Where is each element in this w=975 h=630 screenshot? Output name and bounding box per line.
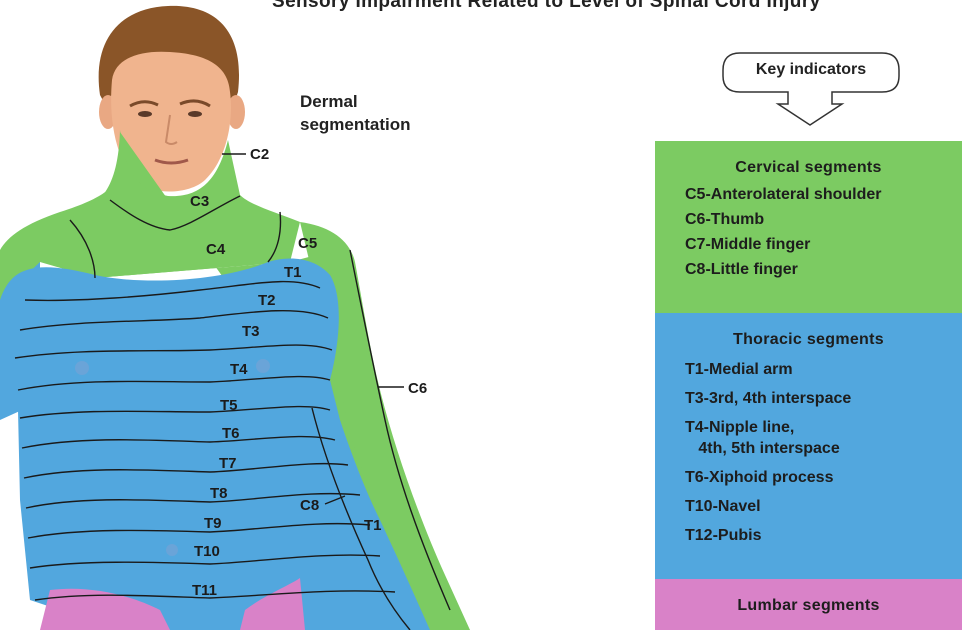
thoracic-item: T4-Nipple line, 4th, 5th interspace <box>685 419 840 457</box>
key-indicators-text: Key indicators <box>755 61 867 78</box>
thoracic-item: T6-Xiphoid process <box>685 469 834 486</box>
label-t2: T2 <box>258 292 276 309</box>
thoracic-item: T10-Navel <box>685 498 761 515</box>
thoracic-item: T1-Medial arm <box>685 361 793 378</box>
cervical-heading: Cervical segments <box>735 159 882 176</box>
lumbar-heading: Lumbar segments <box>737 597 880 614</box>
thoracic-heading: Thoracic segments <box>733 331 884 348</box>
key-indicators-bubble: Key indicators <box>722 52 900 126</box>
dermal-label-line-2: segmentation <box>300 115 411 134</box>
label-t1-chest: T1 <box>284 264 302 281</box>
cervical-item: C6-Thumb <box>685 211 765 228</box>
label-t4: T4 <box>230 361 248 378</box>
face-shape <box>111 51 231 192</box>
left-eyebrow <box>129 100 159 108</box>
label-c8: C8 <box>300 497 319 514</box>
label-c5: C5 <box>298 235 317 252</box>
label-t8: T8 <box>210 485 228 502</box>
segment-boundaries <box>14 195 451 630</box>
cervical-item: C5-Anterolateral shoulder <box>685 186 882 203</box>
right-eye <box>188 111 202 117</box>
cervical-segments-panel: Cervical segments C5-Anterolateral shoul… <box>655 141 962 313</box>
left-nipple <box>75 361 89 375</box>
cervical-item: C7-Middle finger <box>685 236 811 253</box>
label-t7: T7 <box>219 455 237 472</box>
lumbar-region-right <box>240 578 305 630</box>
thoracic-item: T12-Pubis <box>685 527 762 544</box>
c8-leader <box>324 495 346 505</box>
label-c6: C6 <box>408 380 427 397</box>
nose <box>164 114 178 145</box>
right-nipple <box>256 359 270 373</box>
right-arm-green <box>300 222 470 630</box>
label-c2: C2 <box>250 146 269 163</box>
dermal-segmentation-label: Dermal segmentation <box>300 90 411 136</box>
left-eye <box>138 111 152 117</box>
label-t5: T5 <box>220 397 238 414</box>
right-ear <box>227 95 245 129</box>
label-t1-arm: T1 <box>364 517 382 534</box>
mouth <box>154 158 189 165</box>
thoracic-segments-panel: Thoracic segments T1-Medial arm T3-3rd, … <box>655 313 962 579</box>
label-t10: T10 <box>194 543 220 560</box>
bubble-outline <box>722 52 900 126</box>
left-arm-blue <box>0 262 40 420</box>
thoracic-item: T3-3rd, 4th interspace <box>685 390 852 407</box>
dermal-label-line-1: Dermal <box>300 92 358 111</box>
right-eyebrow <box>179 99 211 108</box>
thoracic-list: T1-Medial arm T3-3rd, 4th interspace T4-… <box>685 359 952 546</box>
label-t6: T6 <box>222 425 240 442</box>
label-t11: T11 <box>192 582 217 599</box>
label-c3: C3 <box>190 193 209 210</box>
diagram-title: Sensory Impairment Related to Level of S… <box>272 0 821 12</box>
dermatome-figure: C2 C3 C4 C5 C6 C8 T1 T2 T3 T4 T5 T6 T7 T… <box>0 5 470 630</box>
label-c4: C4 <box>206 241 226 258</box>
cervical-list: C5-Anterolateral shoulder C6-Thumb C7-Mi… <box>685 182 952 282</box>
cervical-item: C8-Little finger <box>685 261 798 278</box>
label-t9: T9 <box>204 515 222 532</box>
lumbar-segments-panel: Lumbar segments <box>655 579 962 630</box>
lumbar-region-left <box>40 588 170 630</box>
neck-green <box>70 130 300 278</box>
navel <box>166 544 178 556</box>
label-t3: T3 <box>242 323 260 340</box>
